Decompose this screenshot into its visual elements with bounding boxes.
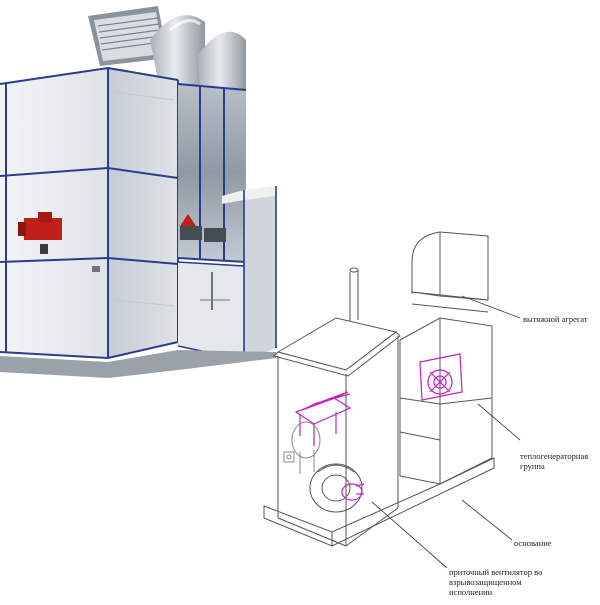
callout-exhaust-unit: вытяжной агрегат — [523, 314, 588, 324]
callout-exhaust-unit-text: вытяжной агрегат — [523, 314, 588, 324]
callout-heat-generator-group: теплогенераторная группа — [520, 451, 588, 471]
duct-bends — [150, 15, 246, 97]
chimney — [349, 267, 359, 322]
callout-base: основание — [514, 538, 552, 548]
callout-heat-generator-line1: теплогенераторная — [520, 451, 589, 461]
galvanized-duct-module — [177, 83, 247, 263]
base-skid — [0, 350, 276, 378]
heat-exchanger-icon — [294, 391, 352, 446]
callout-supply-fan-line2: взрывозащищенном — [449, 577, 522, 587]
schematic-drawing — [263, 231, 521, 569]
callout-heat-generator-line2: группа — [520, 461, 545, 471]
exhaust-hood — [88, 6, 168, 66]
extraction-fan-icon — [419, 353, 463, 401]
lower-cabinet — [177, 186, 277, 361]
left-block — [273, 317, 401, 547]
exhaust-duct — [411, 231, 489, 313]
ahu-unit-render — [0, 6, 277, 378]
supply-fan-icon — [309, 463, 365, 513]
right-block — [399, 317, 493, 485]
leader-lines — [371, 295, 521, 569]
main-cabinet — [0, 66, 179, 360]
red-burner-icon — [18, 212, 62, 254]
base-frame — [263, 457, 495, 547]
callout-supply-fan: приточный вентилятор во взрывозащищенном… — [449, 567, 542, 597]
callout-supply-fan-line3: исполнении — [449, 587, 493, 597]
callout-supply-fan-line1: приточный вентилятор во — [449, 567, 543, 577]
callout-base-text: основание — [514, 538, 552, 548]
